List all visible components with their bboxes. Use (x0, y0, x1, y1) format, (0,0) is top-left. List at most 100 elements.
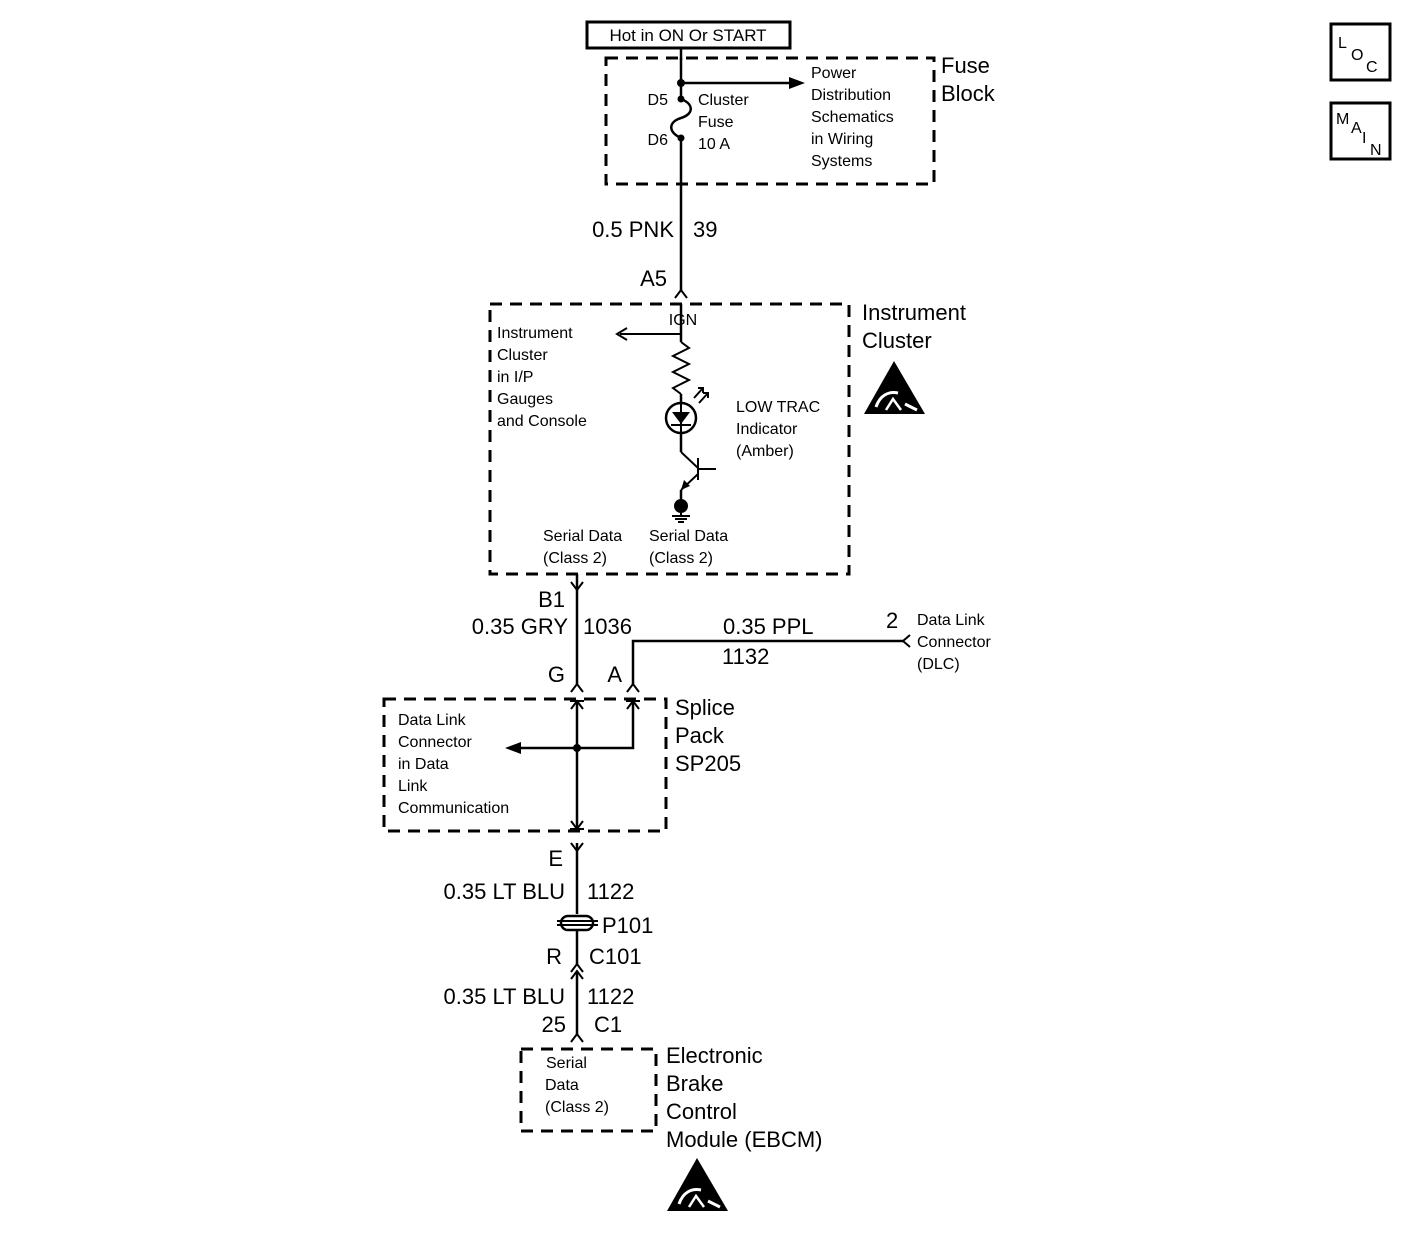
connector-dlc-icon (901, 634, 911, 648)
cluster-ref-1: Instrument (497, 325, 573, 342)
serial-data-right-2: (Class 2) (649, 550, 713, 567)
ebcm-boundary (519, 1047, 658, 1133)
splice-bus-horizontal (519, 701, 635, 750)
main-button-letter-1: M (1336, 111, 1349, 128)
connector-g-icon (570, 682, 584, 693)
connector-c101-name: C101 (589, 944, 642, 969)
splice-p101-icon (557, 914, 598, 932)
splice-ref-4: Link (398, 778, 428, 795)
ebcm-title-2: Brake (666, 1071, 723, 1096)
serial-data-left-2: (Class 2) (543, 550, 607, 567)
splice-dot (573, 744, 581, 752)
ebcm-connector-name: C1 (594, 1012, 622, 1037)
wire-1122-upper-circuit: 1122 (587, 879, 634, 904)
resistor-icon (670, 341, 692, 395)
splice-pin-a: A (607, 662, 622, 687)
ground-point (674, 499, 688, 513)
transistor-icon (680, 451, 716, 491)
cluster-ref-4: Gauges (497, 391, 553, 408)
ground-icon (672, 513, 690, 523)
ebcm-serial-2: Data (545, 1077, 579, 1094)
power-dist-ref-5: Systems (811, 153, 872, 170)
power-source: Hot in ON Or START (585, 20, 792, 50)
instrument-cluster-boundary (488, 302, 851, 576)
cluster-ref-3: in I/P (497, 369, 533, 386)
ebcm-title-4: Module (EBCM) (666, 1127, 822, 1152)
connector-a5-icon (674, 288, 688, 299)
serial-data-left-1: Serial Data (543, 528, 622, 545)
wire-1036-gauge-color: 0.35 GRY (472, 614, 569, 639)
wire-1122-lower-gauge-color: 0.35 LT BLU (444, 984, 565, 1009)
loc-button-letter-3: C (1366, 59, 1378, 76)
cluster-pin-a5: A5 (640, 266, 667, 291)
power-dist-ref-3: Schematics (811, 109, 894, 126)
wire-1122-upper-gauge-color: 0.35 LT BLU (444, 879, 565, 904)
esd-warning-icon (864, 361, 925, 414)
wire-1036-circuit: 1036 (583, 614, 632, 639)
wire-39-circuit: 39 (693, 217, 717, 242)
wire-1132-circuit: 1132 (722, 644, 769, 669)
ign-label: IGN (669, 312, 697, 329)
loc-button[interactable]: L O C (1329, 22, 1392, 82)
led-indicator-icon (664, 387, 709, 435)
splice-ref-2: Connector (398, 734, 472, 751)
arrow-left-icon (505, 742, 521, 754)
fuse-label-3: 10 A (698, 136, 730, 153)
ebcm-connector-pin: 25 (542, 1012, 566, 1037)
connector-c101-pin: R (546, 944, 562, 969)
loc-button-letter-2: O (1351, 47, 1363, 64)
fuse-label-1: Cluster (698, 92, 749, 109)
low-trac-indicator-3: (Amber) (736, 443, 794, 460)
dlc-label-3: (DLC) (917, 656, 960, 673)
cluster-pin-b1: B1 (538, 587, 565, 612)
power-dist-ref-4: in Wiring (811, 131, 873, 148)
fuse-label-2: Fuse (698, 114, 734, 131)
instrument-cluster-title-1: Instrument (862, 300, 966, 325)
splice-ref-3: in Data (398, 756, 449, 773)
splice-pack-boundary (382, 697, 668, 833)
fuse-block-title-1: Fuse (941, 53, 990, 78)
fuse-block-boundary (604, 56, 936, 186)
low-trac-indicator-2: Indicator (736, 421, 798, 438)
main-button-letter-4: N (1370, 142, 1382, 159)
dlc-pin: 2 (886, 608, 898, 633)
connector-a-icon (626, 682, 640, 693)
splice-pack-title-3: SP205 (675, 751, 741, 776)
arrow-right-icon (789, 77, 805, 89)
ebcm: Serial Data (Class 2) Electronic Brake C… (519, 1043, 822, 1211)
serial-data-right-1: Serial Data (649, 528, 728, 545)
connector-c101-icon (570, 962, 584, 973)
splice-pack-title-2: Pack (675, 723, 725, 748)
ebcm-title-3: Control (666, 1099, 737, 1124)
main-button[interactable]: M A I N (1329, 101, 1392, 161)
power-source-label: Hot in ON Or START (609, 26, 766, 45)
wire-1132-gauge-color: 0.35 PPL (723, 614, 814, 639)
dlc-label-1: Data Link (917, 612, 986, 629)
arrow-left-icon (615, 327, 628, 341)
terminal-d5-label: D5 (648, 92, 669, 109)
splice-p101-label: P101 (602, 913, 653, 938)
power-dist-ref-1: Power (811, 65, 857, 82)
loc-button-letter-1: L (1338, 35, 1347, 52)
instrument-cluster: Instrument Cluster IGN Instrument Cluste… (488, 300, 966, 576)
cluster-ref-2: Cluster (497, 347, 548, 364)
fuse-icon (670, 97, 692, 140)
fuse-block: Fuse Block D5 D6 Cluster Fuse 10 A Power… (604, 53, 996, 292)
splice-pack: G A Data Link Connector in Data Link Com… (382, 662, 741, 833)
wire-1132 (631, 639, 904, 686)
ebcm-serial-3: (Class 2) (545, 1099, 609, 1116)
low-trac-indicator-1: LOW TRAC (736, 399, 820, 416)
splice-ref-1: Data Link (398, 712, 467, 729)
wire-1122-lower-circuit: 1122 (587, 984, 634, 1009)
connector-c1-icon (570, 1032, 584, 1043)
splice-ref-5: Communication (398, 800, 509, 817)
ebcm-title-1: Electronic (666, 1043, 763, 1068)
main-button-letter-3: I (1362, 130, 1366, 147)
splice-pin-g: G (548, 662, 565, 687)
main-button-letter-2: A (1351, 120, 1362, 137)
ebcm-serial-1: Serial (546, 1055, 587, 1072)
fuse-block-title-2: Block (941, 81, 996, 106)
instrument-cluster-title-2: Cluster (862, 328, 932, 353)
dlc-label-2: Connector (917, 634, 991, 651)
